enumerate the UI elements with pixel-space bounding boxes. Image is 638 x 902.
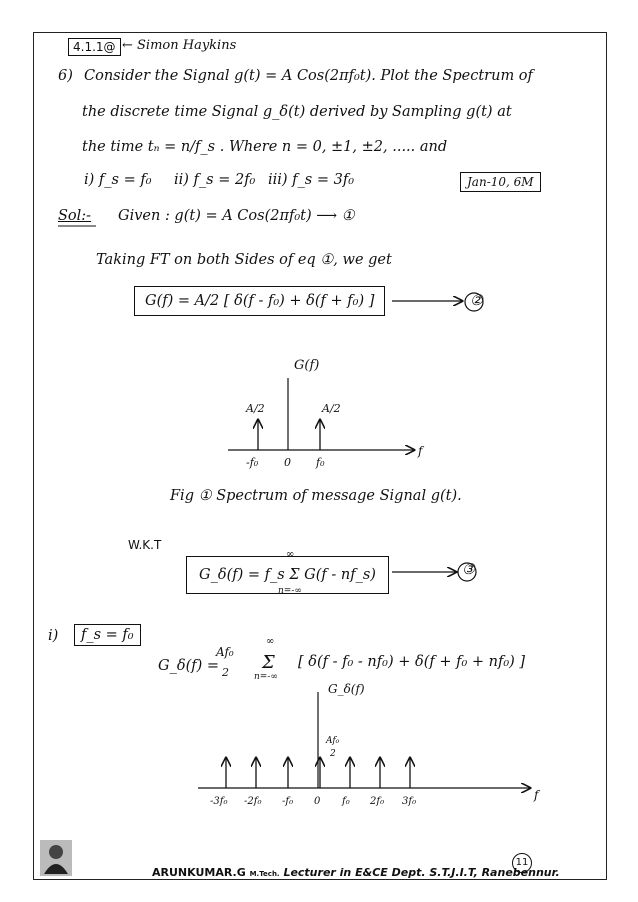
- case-i-marker: i): [48, 628, 59, 644]
- fig2-impulses: [226, 758, 410, 788]
- case-i: i) f_s = f₀: [84, 172, 152, 188]
- page-number: 11: [512, 853, 532, 873]
- case-i-sum-top: ∞: [266, 636, 275, 647]
- equation-2-number: ②: [470, 293, 483, 309]
- case-i-sum-bottom: n=-∞: [254, 672, 278, 682]
- given-equation: Given : g(t) = A Cos(2πf₀t) ⟶ ①: [118, 208, 355, 224]
- eq3-number-circle: [457, 562, 477, 582]
- fig1-caption: Fig ① Spectrum of message Signal g(t).: [170, 488, 462, 504]
- fig2-impulse-label-top: Af₀: [326, 736, 340, 746]
- exam-tag: Jan-10, 6M: [460, 172, 541, 192]
- solution-label: Sol:-: [58, 208, 92, 224]
- footer-role: Lecturer in: [283, 866, 352, 879]
- problem-number: 6): [58, 68, 73, 84]
- fig1-ylabel: G(f): [294, 358, 320, 373]
- problem-line-1: Consider the Signal g(t) = A Cos(2πf₀t).…: [84, 68, 533, 84]
- fig2-tick-neg-2f0: -2f₀: [244, 796, 262, 807]
- fig1-tick-zero: 0: [284, 456, 291, 469]
- fig2-tick-zero: 0: [314, 796, 321, 807]
- case-i-sum: Σ: [262, 652, 275, 673]
- source-reference: ← Simon Haykins: [122, 38, 237, 53]
- case-i-condition: f_s = f₀: [74, 624, 141, 646]
- fig2-tick-f0: f₀: [342, 796, 350, 807]
- footer-college: Dept. S.T.J.I.T, Ranebennur.: [391, 866, 560, 879]
- footer-degree: M.Tech.: [249, 870, 280, 878]
- problem-line-3: the time tₙ = n/f_s . Where n = 0, ±1, ±…: [82, 139, 448, 155]
- reference-number: 4.1.1@: [68, 38, 121, 56]
- equation-3-number: ③: [462, 562, 475, 578]
- taking-ft-text: Taking FT on both Sides of eq ①, we get: [96, 252, 392, 268]
- fig2-tick-3f0: 3f₀: [402, 796, 417, 807]
- fig2-tick-neg-f0: -f₀: [282, 796, 294, 807]
- fig1-impulse-label-left: A/2: [246, 402, 265, 415]
- equation-3-sum-bottom: n=-∞: [278, 586, 302, 596]
- footer-dept: E&CE: [355, 866, 388, 879]
- fig2-tick-2f0: 2f₀: [370, 796, 385, 807]
- case-i-eq-lhs: G_δ(f) =: [158, 658, 220, 674]
- equation-2: G(f) = A/2 [ δ(f - f₀) + δ(f + f₀) ]: [134, 286, 386, 316]
- page-border: [33, 32, 607, 880]
- college-logo: [40, 840, 72, 876]
- fig2-tick-neg-3f0: -3f₀: [210, 796, 228, 807]
- case-iii: iii) f_s = 3f₀: [268, 172, 355, 188]
- fig1-tick-f0: f₀: [316, 456, 325, 469]
- fig2-ylabel: G_δ(f): [328, 682, 365, 696]
- fig1-tick-neg-f0: -f₀: [246, 456, 259, 469]
- case-ii: ii) f_s = 2f₀: [174, 172, 256, 188]
- fig1-xlabel: f: [418, 444, 423, 458]
- equation-3-sum-top: ∞: [286, 549, 295, 560]
- problem-line-2: the discrete time Signal g_δ(t) derived …: [82, 104, 512, 120]
- wkt-label: W.K.T: [128, 538, 162, 552]
- equation-3: G_δ(f) = f_s Σ G(f - nf_s): [186, 556, 389, 594]
- fig2-impulse-label-bottom: 2: [330, 749, 336, 759]
- case-i-coef-top: Af₀: [216, 645, 234, 659]
- fig2-xlabel: f: [534, 788, 539, 802]
- fig1-impulse-label-right: A/2: [322, 402, 341, 415]
- eq2-number-circle: [464, 292, 484, 312]
- footer-credit: ARUNKUMAR.G M.Tech. Lecturer in E&CE Dep…: [152, 866, 560, 879]
- footer-author: ARUNKUMAR.G: [152, 866, 246, 879]
- case-i-eq-rhs: [ δ(f - f₀ - nf₀) + δ(f + f₀ + nf₀) ]: [298, 654, 526, 670]
- case-i-coef-bottom: 2: [222, 666, 229, 679]
